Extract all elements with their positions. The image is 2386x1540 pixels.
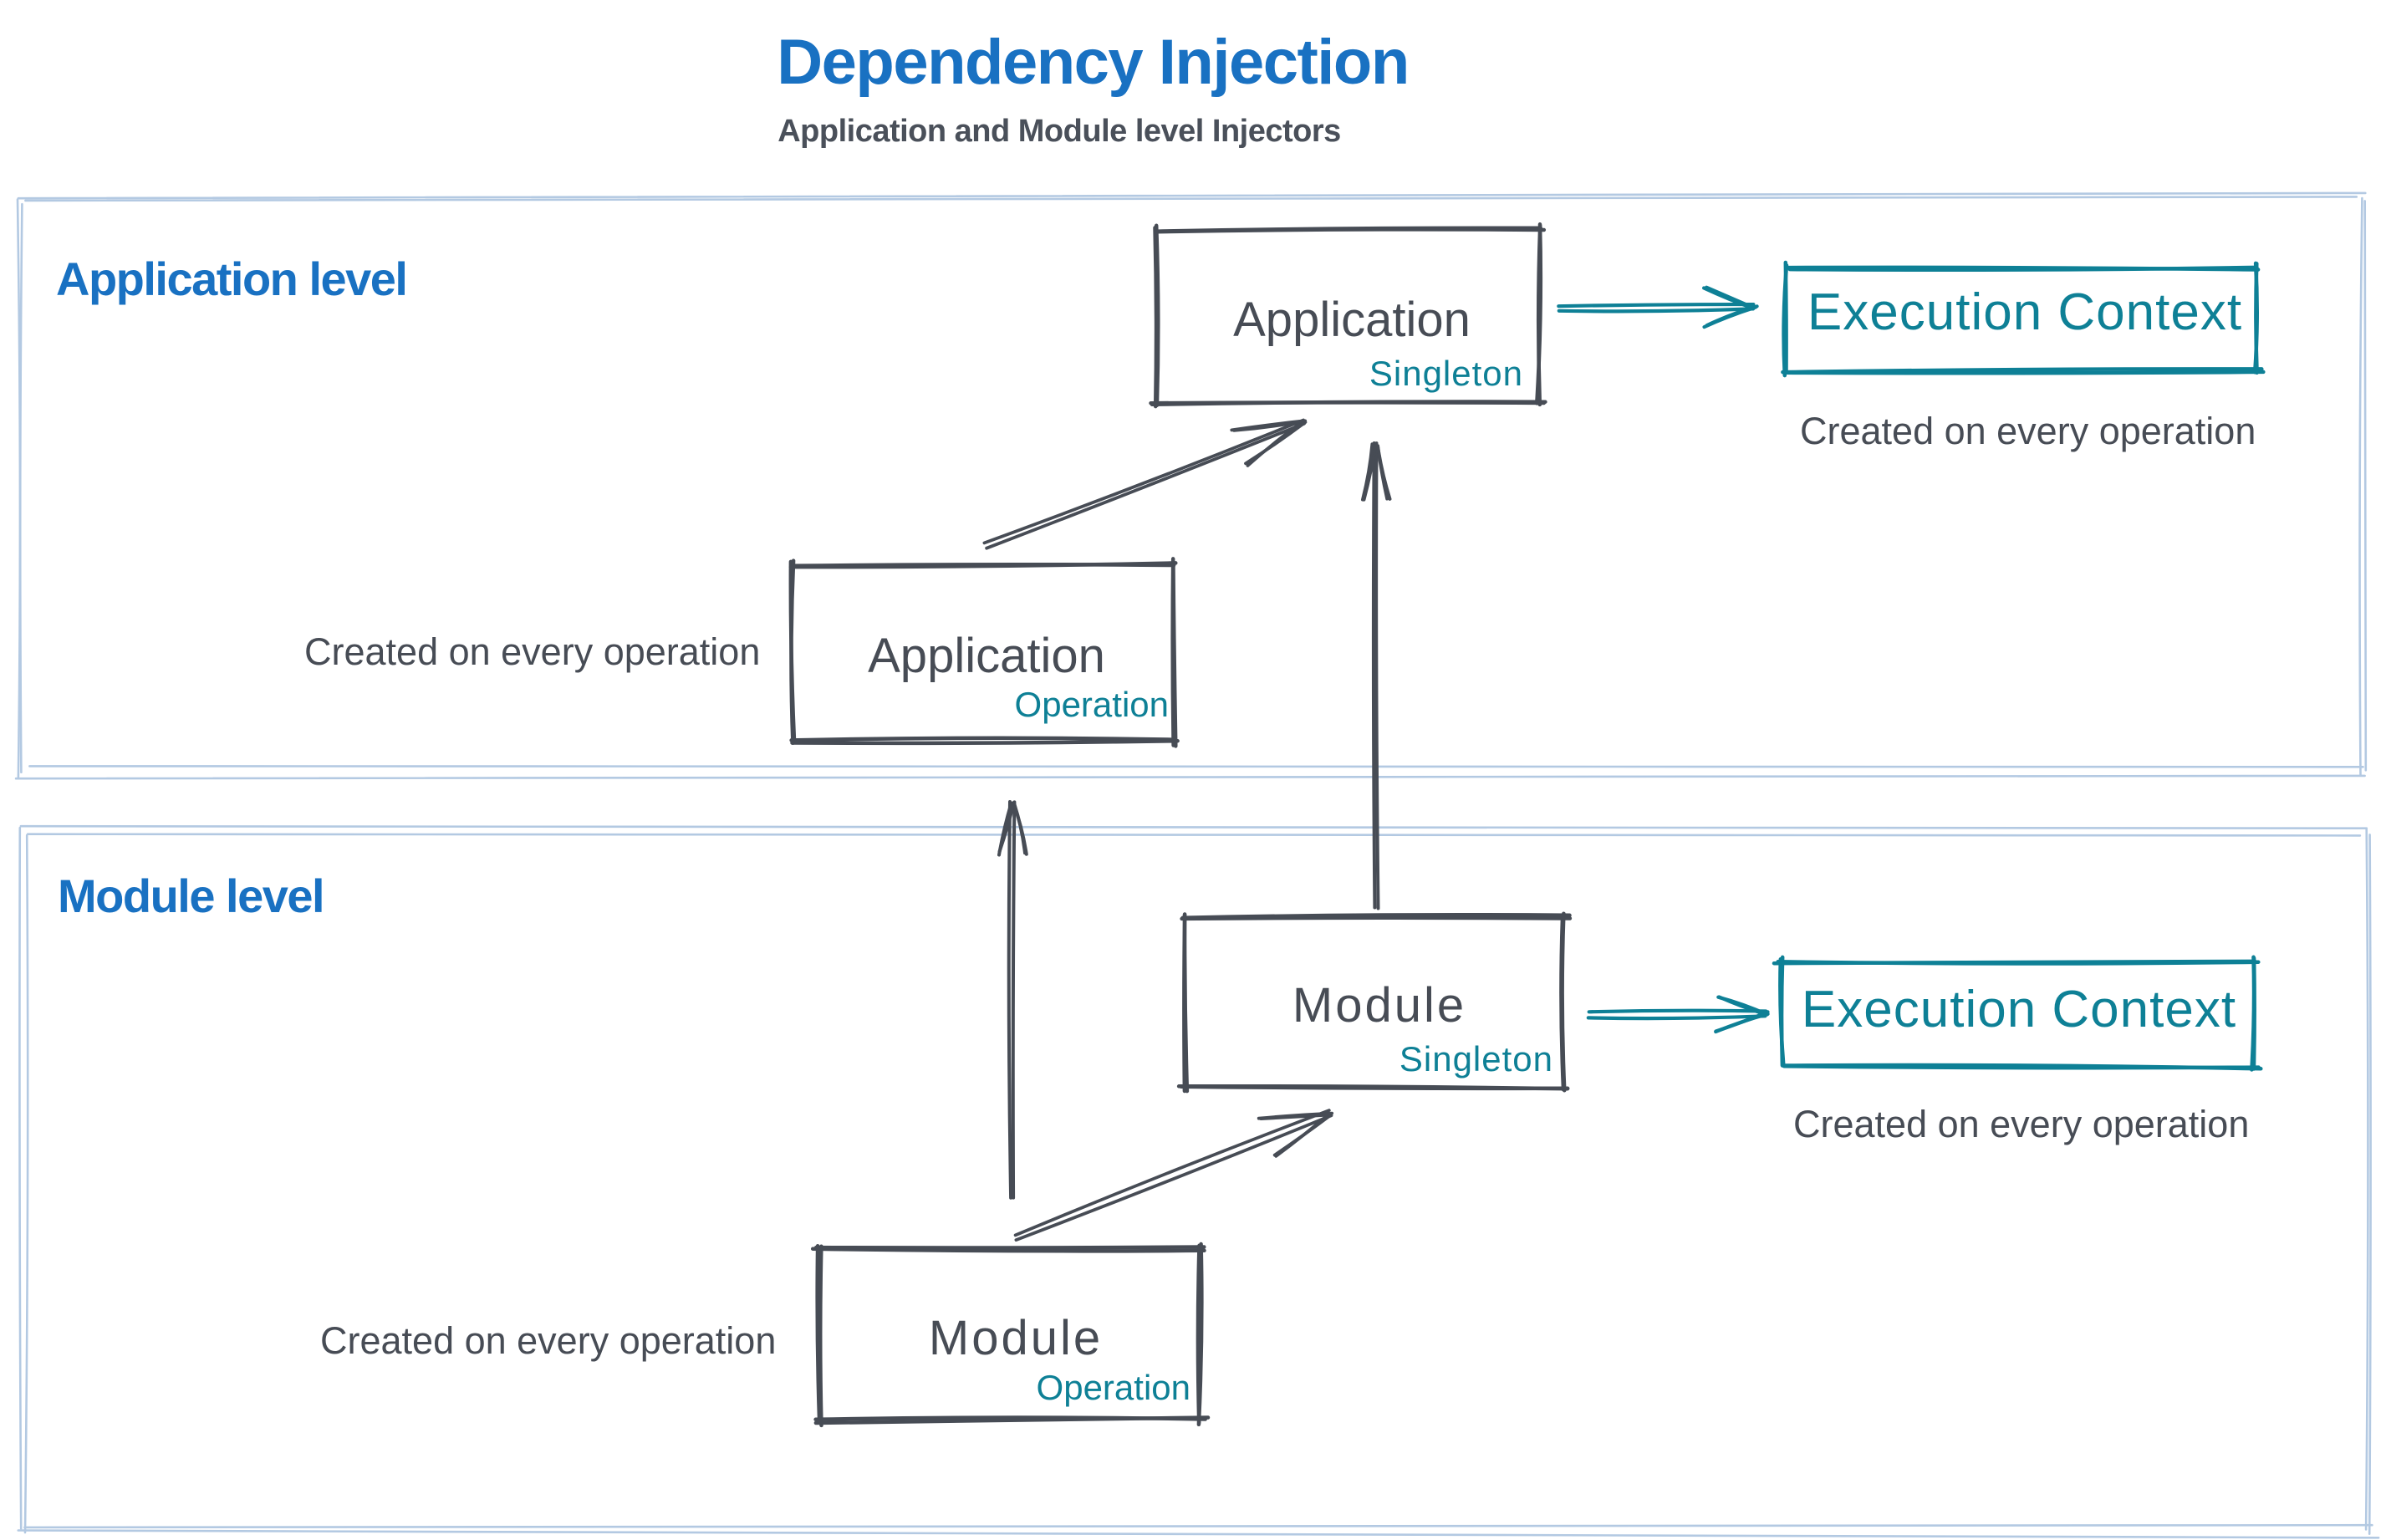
svg-text:Dependency Injection: Dependency Injection <box>777 27 1409 98</box>
svg-text:Module: Module <box>1292 978 1466 1033</box>
svg-text:Application level: Application level <box>56 252 407 305</box>
svg-text:Execution Context: Execution Context <box>1802 981 2236 1038</box>
svg-text:Created on every operation: Created on every operation <box>304 630 760 673</box>
svg-text:Singleton: Singleton <box>1369 354 1523 393</box>
svg-text:Execution Context: Execution Context <box>1807 283 2242 341</box>
svg-text:Operation: Operation <box>1015 685 1169 724</box>
svg-text:Module level: Module level <box>58 869 324 922</box>
svg-text:Singleton: Singleton <box>1399 1039 1553 1079</box>
svg-text:Application and Module level I: Application and Module level Injectors <box>777 114 1341 149</box>
svg-text:Operation: Operation <box>1037 1368 1190 1407</box>
svg-text:Application: Application <box>868 629 1105 683</box>
svg-text:Created on every operation: Created on every operation <box>320 1319 776 1362</box>
svg-text:Created on every operation: Created on every operation <box>1793 1103 2249 1145</box>
svg-text:Module: Module <box>929 1311 1103 1365</box>
svg-text:Application: Application <box>1233 293 1471 347</box>
svg-text:Created on every operation: Created on every operation <box>1800 410 2256 452</box>
